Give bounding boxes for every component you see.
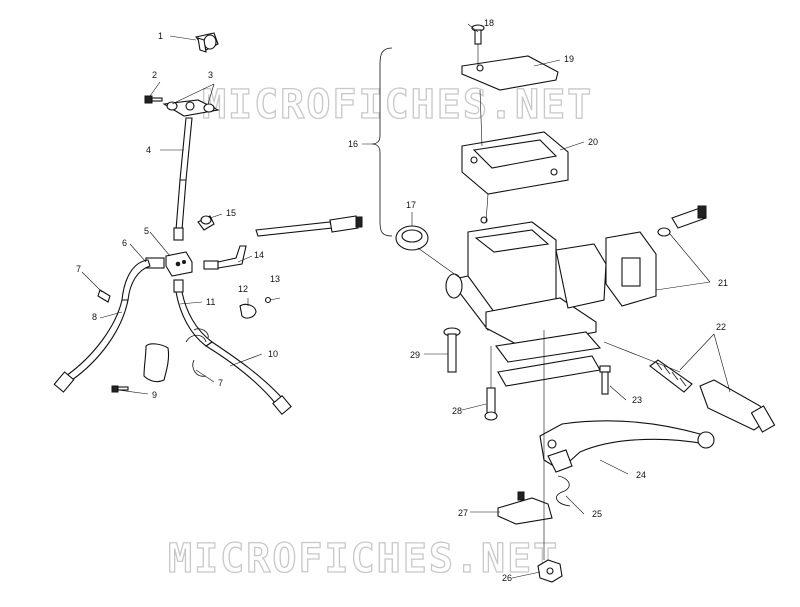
callout-16: 16 [348, 139, 358, 149]
bracket-16 [371, 47, 393, 237]
part-banjo-fitting [195, 32, 219, 53]
part-nut-26 [537, 559, 563, 583]
callout-8: 8 [92, 312, 97, 322]
part-bracket-27 [497, 491, 553, 525]
callout-10: 10 [268, 349, 278, 359]
callout-24: 24 [636, 470, 646, 480]
part-clip-7a [97, 289, 111, 303]
part-lower-left-hose-8 [53, 299, 129, 393]
part-left-hose-6 [121, 257, 165, 301]
callout-9: 9 [152, 390, 157, 400]
callout-1: 1 [158, 31, 163, 41]
part-screw-29 [443, 327, 461, 373]
callout-25: 25 [592, 509, 602, 519]
callout-26: 26 [502, 573, 512, 583]
callout-17: 17 [406, 200, 416, 210]
part-lever-24 [539, 420, 715, 473]
part-pin-23 [599, 365, 611, 395]
part-junction-block-5 [165, 251, 193, 277]
callout-18: 18 [484, 18, 494, 28]
part-right-lower-hose-10 [204, 341, 292, 415]
part-clip-12 [239, 303, 257, 319]
leader-lines [81, 23, 731, 579]
callout-5: 5 [144, 226, 149, 236]
callout-22: 22 [716, 322, 726, 332]
part-switch-15 [197, 215, 215, 231]
watermark-top: MICROFICHES.NET [202, 82, 593, 128]
part-gasket [495, 331, 602, 363]
callout-4: 4 [146, 145, 151, 155]
callout-29: 29 [410, 350, 420, 360]
callout-21: 21 [718, 278, 728, 288]
part-spring-25 [556, 475, 571, 507]
callout-23: 23 [632, 395, 642, 405]
brake-line-assembly [53, 32, 363, 415]
part-grommet-17 [395, 225, 429, 251]
part-clip-7b [192, 359, 207, 377]
callout-2: 2 [152, 70, 157, 80]
part-bolt-28 [484, 387, 498, 421]
part-master-cylinder-body [445, 216, 607, 347]
part-piston-22 [649, 359, 776, 433]
part-middle-hose-11 [173, 279, 213, 347]
callout-19: 19 [564, 54, 574, 64]
part-cover-19 [461, 55, 559, 91]
callout-6: 6 [122, 238, 127, 248]
master-cylinder-assembly [371, 24, 776, 583]
callout-14: 14 [254, 250, 264, 260]
part-screw-18 [471, 24, 485, 45]
part-upper-hose-4 [173, 117, 193, 241]
callout-28: 28 [452, 406, 462, 416]
part-bolt-2 [144, 95, 163, 104]
callout-11: 11 [206, 297, 215, 307]
callout-13: 13 [270, 274, 280, 284]
part-clamp-21 [605, 205, 707, 307]
part-screw-13 [264, 296, 281, 304]
callout-27: 27 [458, 508, 468, 518]
callout-3: 3 [208, 70, 213, 80]
callout-15: 15 [226, 208, 236, 218]
callout-12: 12 [238, 284, 248, 294]
part-mounting-plate [143, 343, 170, 383]
part-diaphragm-20 [461, 131, 569, 195]
callout-7b: 7 [218, 378, 223, 388]
part-switch-hose-14 [203, 215, 363, 270]
part-screw-9 [111, 385, 129, 393]
watermark-bottom: MICROFICHES.NET [168, 536, 559, 582]
part-washers-3 [162, 99, 220, 117]
callout-20: 20 [588, 137, 598, 147]
centre-lines [417, 44, 681, 560]
callout-7a: 7 [76, 264, 81, 274]
